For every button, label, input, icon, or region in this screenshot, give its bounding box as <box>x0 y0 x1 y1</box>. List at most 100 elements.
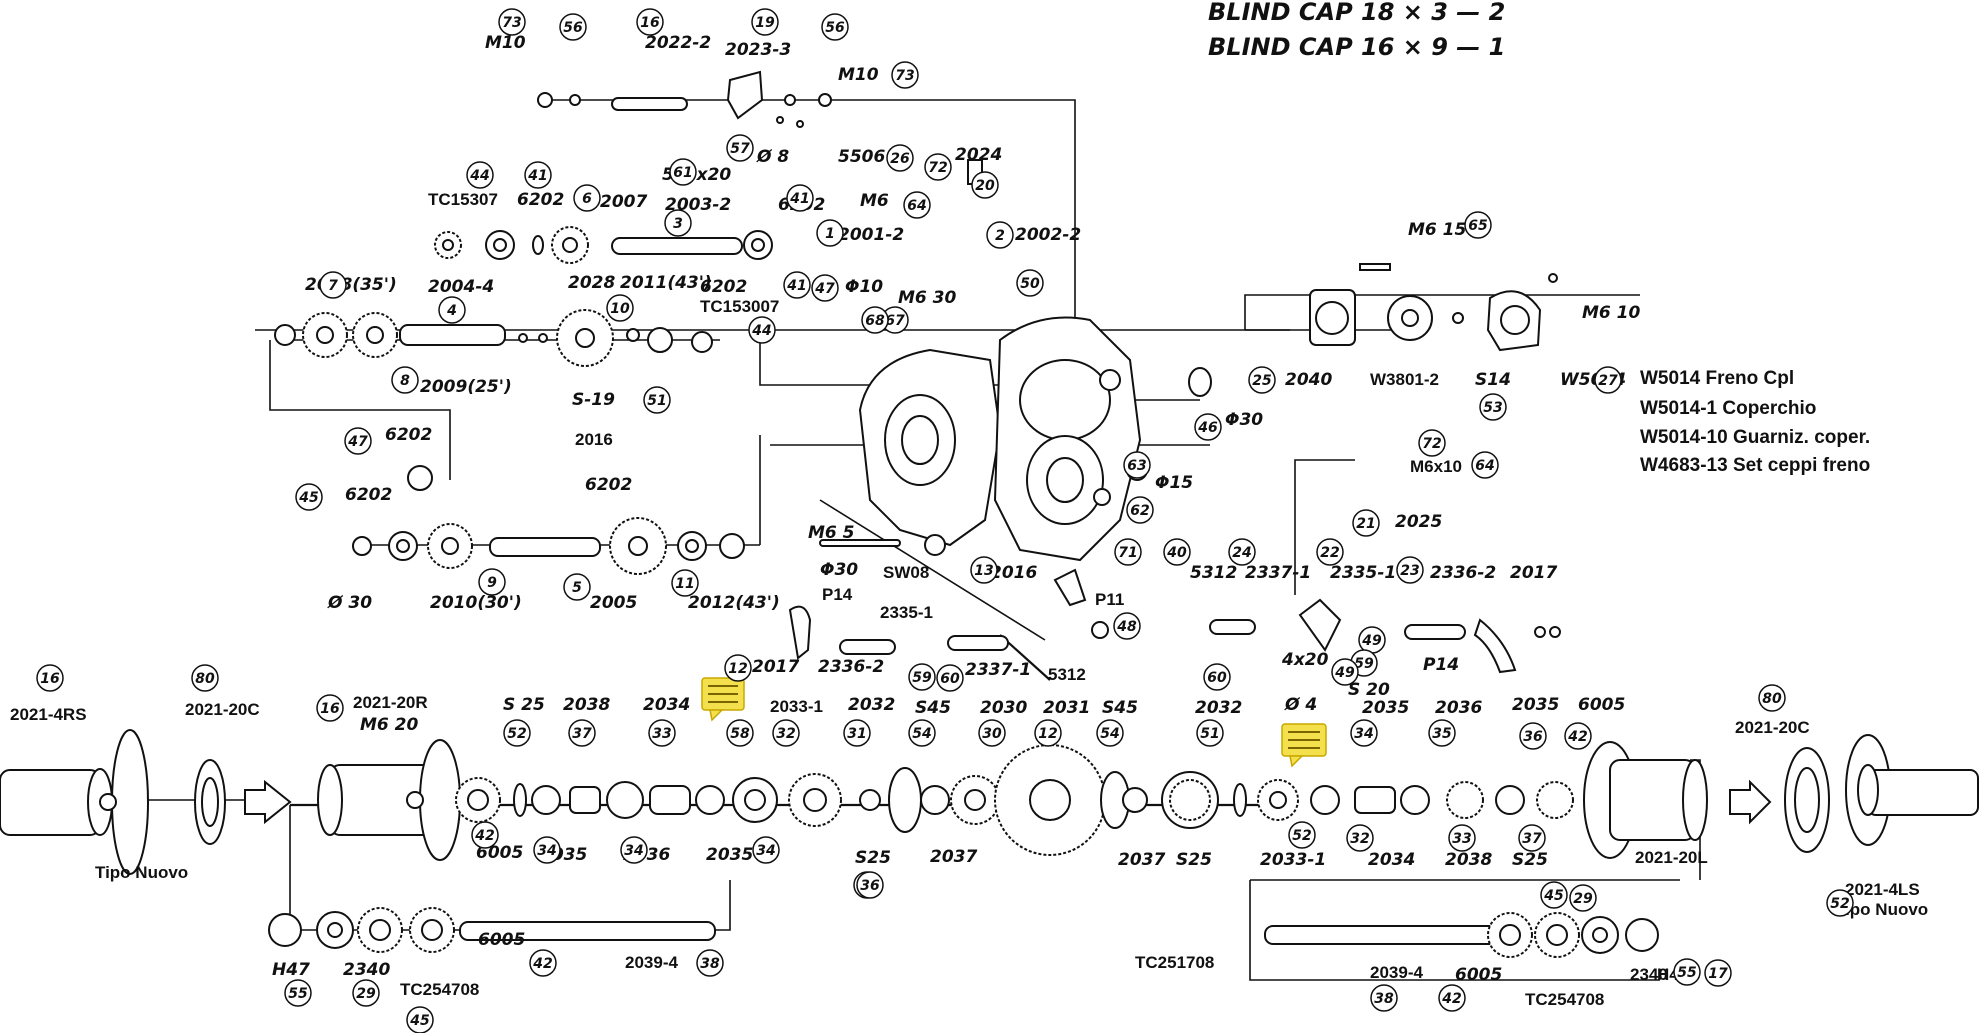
callout-label: 13 <box>974 563 993 579</box>
callout-label: 24 <box>1232 545 1251 561</box>
callout-label: 68 <box>865 313 885 329</box>
callout-label: 73 <box>895 68 914 84</box>
callout-number: 1 <box>816 219 844 247</box>
part-label: P14 <box>1423 655 1459 675</box>
callout-label: 42 <box>1567 729 1587 745</box>
part-label: M6 <box>860 191 889 211</box>
callout-label: 42 <box>1441 991 1461 1007</box>
callout-label: 72 <box>928 160 947 176</box>
callout-label: 9 <box>487 575 497 591</box>
part-label: S-19 <box>572 390 615 410</box>
part-labels: M10 2022-2 2023-3 M10 Ø 8 5506 5x5x20 20… <box>10 33 1928 1009</box>
callout-label: 59 <box>912 670 932 686</box>
callout-number: 54 <box>1096 719 1124 747</box>
top-shaft-assembly <box>537 70 983 185</box>
callout-number: 34 <box>752 836 780 864</box>
bottom-right-shaft <box>1264 912 1659 958</box>
callout-label: 60 <box>1207 670 1227 686</box>
part-label: S45 <box>1102 698 1138 718</box>
callout-label: 20 <box>975 178 995 194</box>
part-label: S25 <box>1176 850 1212 870</box>
part-label: P11 <box>1095 590 1124 609</box>
part-label: 2021-20C <box>185 700 260 719</box>
part-label: 2002-2 <box>1015 225 1081 245</box>
callout-label: 49 <box>1334 665 1355 681</box>
part-label: 2017 <box>1510 563 1557 583</box>
part-label: TC15307 <box>428 190 498 209</box>
callout-number: 33 <box>1448 824 1476 852</box>
part-label: 2001-2 <box>838 225 904 245</box>
callout-number: 58 <box>726 719 754 747</box>
part-label: 2016 <box>990 563 1037 583</box>
callout-label: 47 <box>814 281 835 297</box>
callout-label: 32 <box>1350 831 1369 847</box>
callout-label: 34 <box>756 843 775 859</box>
callout-label: 6 <box>582 191 592 207</box>
callout-label: 26 <box>890 151 910 167</box>
part-label: 6202 <box>585 475 632 495</box>
part-label: Φ30 <box>820 560 858 580</box>
part-label: 2009(25') <box>420 377 512 397</box>
callout-number: 5 <box>563 573 591 601</box>
callout-label: 62 <box>1130 503 1149 519</box>
callout-number: 37 <box>1518 824 1546 852</box>
part-label: 2025 <box>1395 512 1442 532</box>
callout-label: 41 <box>789 191 809 207</box>
callout-number: 23 <box>1396 556 1424 584</box>
callout-number: 24 <box>1228 538 1256 566</box>
callout-label: 41 <box>786 278 806 294</box>
callout-label: 54 <box>912 726 931 742</box>
part-label: 2335-1 <box>1330 563 1396 583</box>
comment-marker[interactable] <box>1281 723 1327 768</box>
callout-number: 80 <box>1758 684 1786 712</box>
callout-label: 58 <box>730 726 750 742</box>
callout-number: 73 <box>891 61 919 89</box>
part-label: W3801-2 <box>1370 370 1439 389</box>
callout-number: 73 <box>498 8 526 36</box>
part-label: 2024 <box>955 145 1002 165</box>
callout-label: 12 <box>1038 726 1057 742</box>
part-label: 5506 <box>838 147 885 167</box>
part-label: 2033-1 <box>770 697 823 716</box>
callout-number: 61 <box>669 158 697 186</box>
callout-label: 61 <box>673 165 692 181</box>
part-label: S25 <box>1512 850 1548 870</box>
callout-number: 80 <box>191 664 219 692</box>
part-label: 2336-2 <box>1430 563 1496 583</box>
callout-number: 56 <box>821 13 849 41</box>
part-label: 2021-20C <box>1735 718 1810 737</box>
callout-label: 49 <box>1361 633 1382 649</box>
callout-number: 10 <box>606 294 634 322</box>
main-shaft-row <box>0 729 1979 875</box>
callout-number: 55 <box>1673 958 1701 986</box>
callout-label: 19 <box>755 15 775 31</box>
callout-label: 37 <box>572 726 592 742</box>
comment-marker[interactable] <box>701 677 745 722</box>
callout-number: 50 <box>1016 269 1044 297</box>
callout-label: 33 <box>652 726 671 742</box>
callout-number: 56 <box>559 13 587 41</box>
callout-label: 71 <box>1118 545 1137 561</box>
callout-label: 80 <box>195 671 215 687</box>
callout-number: 51 <box>643 386 671 414</box>
callout-number: 36 <box>856 871 884 899</box>
callout-number: 72 <box>1418 429 1446 457</box>
callout-label: 40 <box>1166 545 1187 561</box>
callout-number: 7 <box>319 271 347 299</box>
part-label: 2030 <box>980 698 1027 718</box>
part-label: TC153007 <box>700 297 779 316</box>
callout-number: 42 <box>1438 984 1466 1012</box>
callout-number: 52 <box>1826 889 1854 917</box>
callout-number: 30 <box>978 719 1006 747</box>
callout-number: 21 <box>1352 509 1380 537</box>
callout-number: 44 <box>466 161 494 189</box>
callout-number: 48 <box>1113 612 1141 640</box>
callout-number: 64 <box>903 191 931 219</box>
callout-label: 59 <box>1354 656 1374 672</box>
callout-number: 52 <box>1288 821 1316 849</box>
callout-number: 6 <box>573 184 601 212</box>
part-label: M6 30 <box>898 288 956 308</box>
callout-label: 25 <box>1252 373 1272 389</box>
callout-number: 16 <box>36 664 64 692</box>
